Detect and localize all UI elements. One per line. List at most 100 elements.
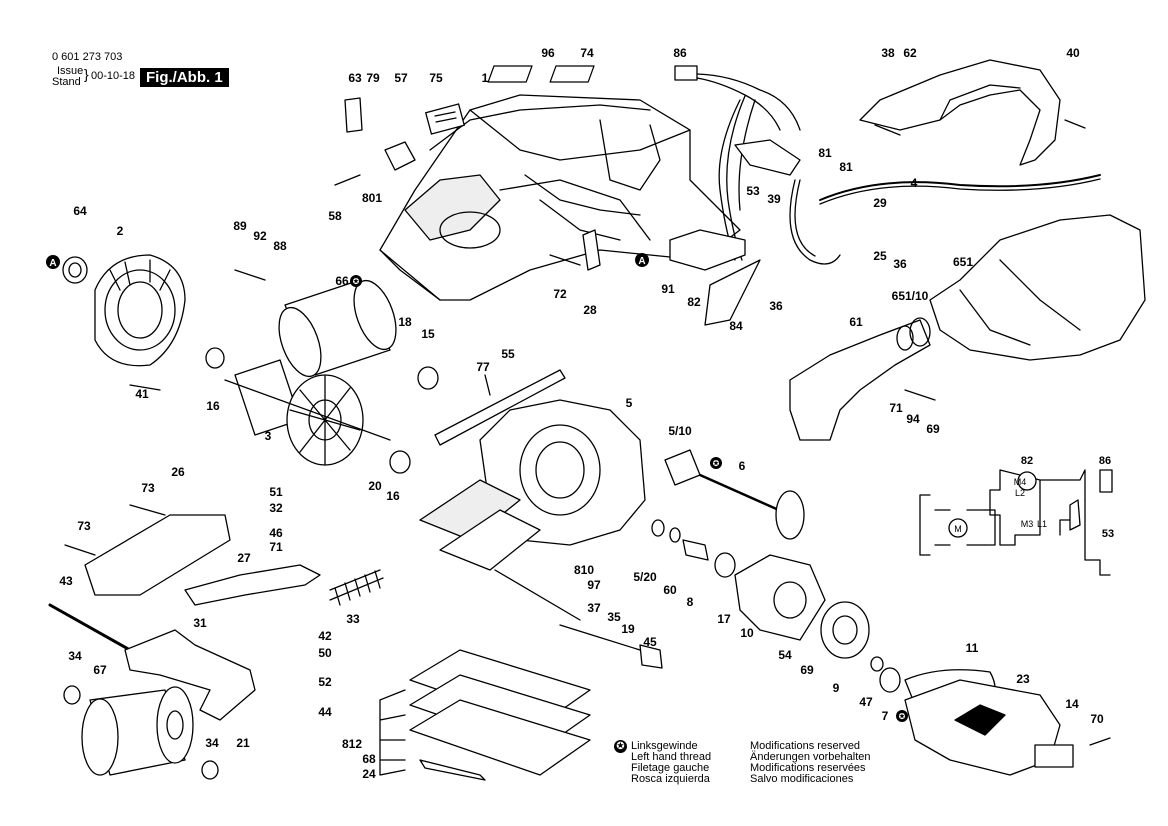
svg-text:✪: ✪: [353, 277, 360, 286]
screw-94: [904, 389, 936, 401]
gear-housing-5: [419, 399, 646, 571]
callout-c42: 42: [318, 629, 332, 643]
issue-label: Issue: [57, 65, 84, 77]
screw-58: [334, 174, 361, 186]
callout-c4: 4: [911, 176, 918, 190]
callout-c28: 28: [583, 303, 597, 317]
callout-c38: 38: [881, 46, 895, 60]
lever-27: [184, 564, 321, 606]
callout-c16a: 16: [206, 399, 220, 413]
notes-left: Linksgewinde Left hand thread Filetage g…: [631, 741, 711, 785]
callout-c81a: 81: [818, 146, 832, 160]
callout-c16b: 16: [386, 489, 400, 503]
bearing-64: [62, 256, 88, 284]
handle-62: [859, 59, 1061, 166]
washer-34b: [201, 760, 219, 780]
callout-c2: 2: [117, 224, 124, 238]
bearing-16b: [389, 450, 411, 474]
screw-73b: [64, 544, 96, 556]
part-number: 0 601 273 703: [52, 51, 123, 63]
callout-c8: 8: [687, 595, 694, 609]
callout-c73a: 73: [141, 481, 155, 495]
callout-c52: 52: [318, 675, 332, 689]
callout-c520: 5/20: [633, 570, 657, 584]
pinion-8: [682, 539, 709, 561]
callout-c69b: 69: [800, 663, 814, 677]
callout-c34a: 34: [68, 649, 82, 663]
svg-text:A: A: [638, 256, 645, 267]
callout-c24: 24: [362, 767, 376, 781]
callout-c53: 53: [746, 184, 760, 198]
callout-c82: 82: [687, 295, 701, 309]
callout-c32: 32: [269, 501, 283, 515]
stand-label: Stand: [52, 76, 81, 88]
shaft-6: [698, 473, 792, 517]
clip-28: [582, 229, 601, 271]
callout-c26: 26: [171, 465, 185, 479]
callout-c21: 21: [236, 736, 250, 750]
wiring-label: M: [954, 524, 962, 534]
ring-60: [669, 527, 681, 543]
callout-c36b: 36: [893, 257, 907, 271]
callout-c31: 31: [193, 616, 207, 630]
callout-c27: 27: [237, 551, 251, 565]
callout-c17: 17: [717, 612, 731, 626]
bearing-17: [714, 552, 736, 578]
dust-tube-61: [789, 319, 931, 441]
left-hand-thread-icon: ✪: [896, 710, 908, 722]
callout-c39: 39: [767, 192, 781, 206]
label-plate-74: [549, 65, 595, 83]
callout-c72: 72: [553, 287, 567, 301]
callout-c69a: 69: [926, 422, 940, 436]
callout-c79: 79: [366, 71, 380, 85]
callout-c97: 97: [587, 578, 601, 592]
callout-c50: 50: [318, 646, 332, 660]
callout-c3: 3: [265, 429, 272, 443]
wiring-label: L1: [1037, 519, 1047, 529]
wiring-label: M4: [1014, 477, 1027, 487]
callout-c9: 9: [833, 681, 840, 695]
note-line: Linksgewinde: [631, 740, 698, 752]
callout-c44: 44: [318, 705, 332, 719]
callout-c91: 91: [661, 282, 675, 296]
callout-c40: 40: [1066, 46, 1080, 60]
spring-33: [329, 569, 384, 606]
label-14: [1034, 744, 1074, 768]
screw-89: [234, 269, 266, 281]
bushing-510: [664, 449, 701, 486]
callout-c55: 55: [501, 347, 515, 361]
callout-c86: 86: [673, 46, 687, 60]
callout-c810: 810: [574, 563, 594, 577]
left-hand-thread-icon: ✪: [350, 275, 362, 287]
screw-70: [1089, 737, 1111, 746]
base-rail-26: [84, 514, 231, 596]
part-57: [384, 141, 416, 171]
callout-c61: 61: [849, 315, 863, 329]
callout-c41: 41: [135, 387, 149, 401]
callout-c47: 47: [859, 695, 873, 709]
callout-c94: 94: [906, 412, 920, 426]
callout-c33: 33: [346, 612, 360, 626]
switch-82: [669, 229, 746, 271]
wiring-diagram: [919, 469, 1113, 576]
callout-c6: 6: [739, 459, 746, 473]
callout-c88: 88: [273, 239, 287, 253]
callout-c81b: 81: [839, 160, 853, 174]
callout-c29: 29: [873, 196, 887, 210]
pulley-9: [820, 601, 870, 659]
screw-38: [874, 124, 901, 136]
callout-c1: 1: [482, 71, 489, 85]
callout-c64: 64: [73, 204, 87, 218]
callout-c23: 23: [1016, 672, 1030, 686]
note-line: Salvo modificaciones: [750, 773, 854, 785]
callout-c66: 66: [335, 274, 349, 288]
callout-c5: 5: [626, 396, 633, 410]
wiring-label: 82: [1021, 455, 1033, 467]
rail-55: [434, 369, 566, 446]
sleeve-66: [278, 279, 397, 378]
note-line: Modifications reservées: [750, 762, 866, 774]
callout-c20: 20: [368, 479, 382, 493]
note-line: Left hand thread: [631, 751, 712, 763]
note-line: Änderungen vorbehalten: [750, 751, 871, 763]
connector-86: [674, 65, 698, 81]
